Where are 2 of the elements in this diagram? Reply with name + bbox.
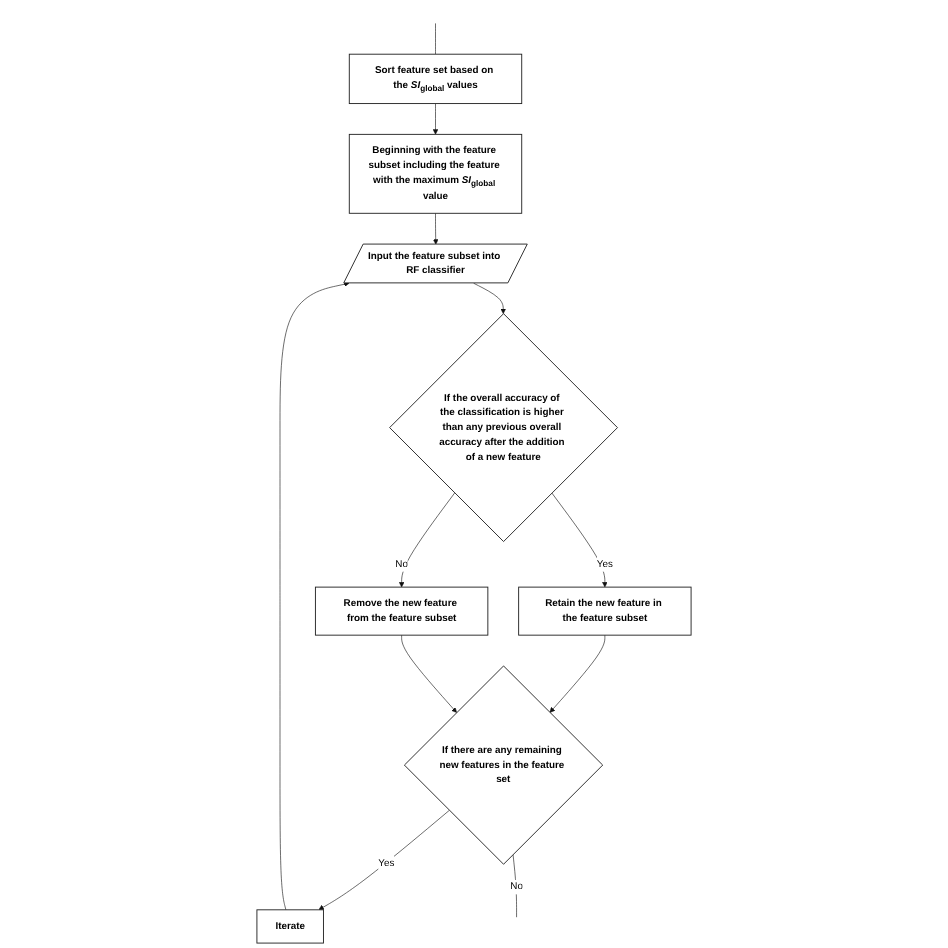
connector	[512, 854, 517, 918]
connector	[435, 23, 436, 55]
